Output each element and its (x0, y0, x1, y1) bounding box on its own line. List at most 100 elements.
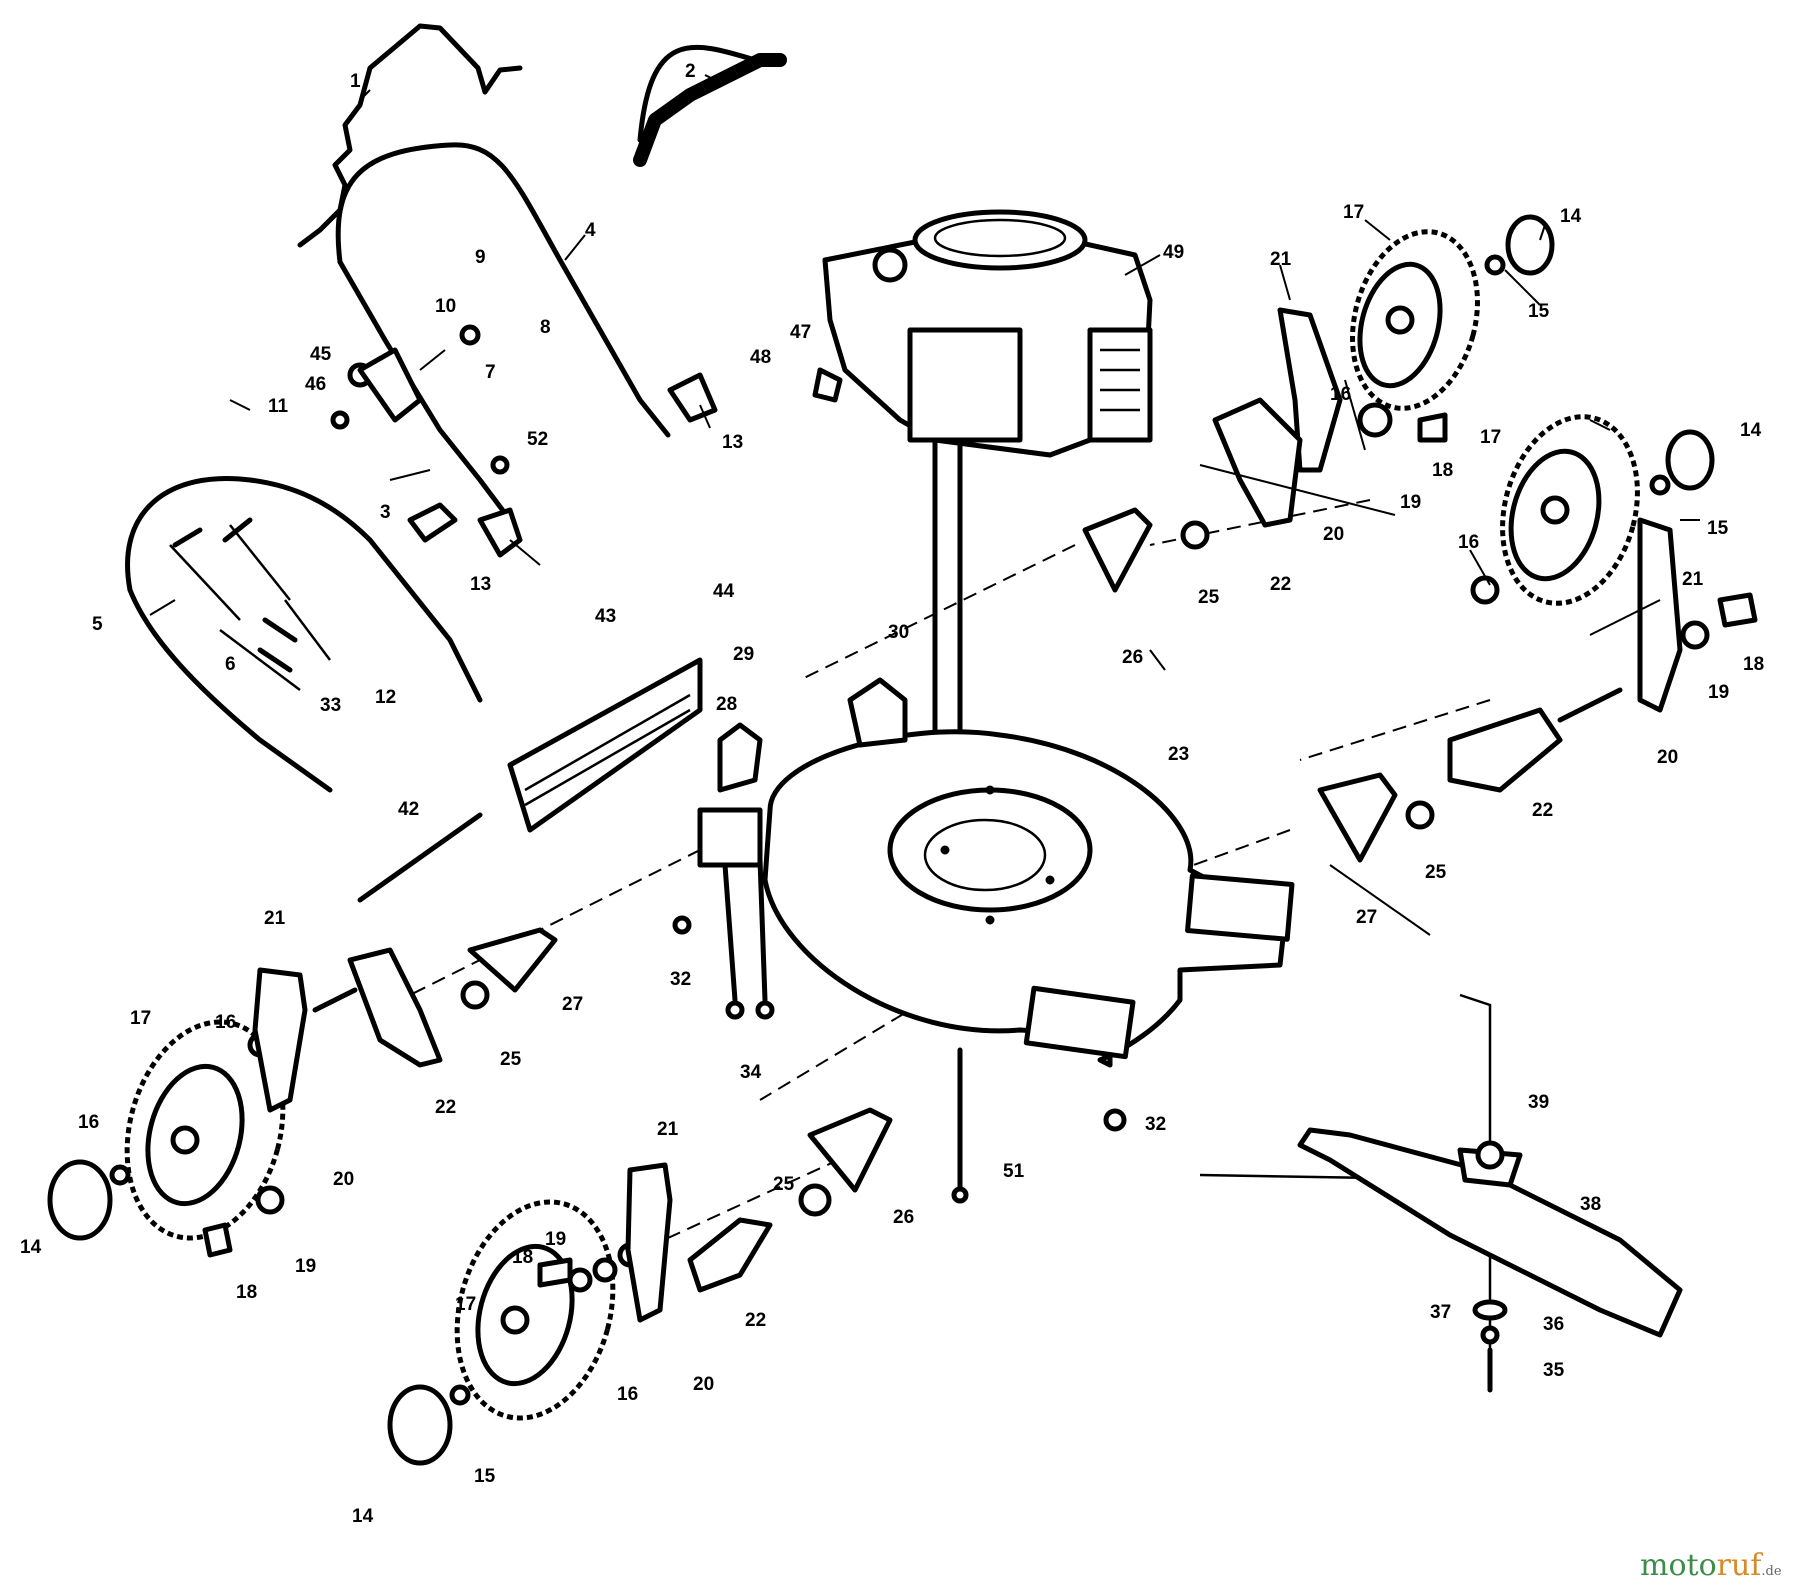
callout-25b: 25 (1425, 862, 1447, 883)
callout-37: 37 (1430, 1302, 1451, 1323)
lower-handle (125, 476, 483, 793)
callout-21c: 21 (264, 908, 286, 929)
callout-32b: 32 (1145, 1114, 1166, 1135)
callout-14a: 14 (1560, 206, 1582, 227)
callout-21a: 21 (1270, 249, 1292, 270)
deck-brackets (672, 677, 908, 1020)
callout-27b: 27 (562, 994, 583, 1015)
mower-deck (762, 729, 1295, 1068)
callout-10: 10 (435, 296, 456, 317)
callout-15a: 15 (1528, 301, 1550, 322)
callout-3: 3 (380, 502, 391, 523)
callout-22c: 22 (435, 1097, 456, 1118)
callout-19d: 19 (545, 1229, 566, 1250)
callout-35: 35 (1543, 1360, 1565, 1381)
callout-18a: 18 (1432, 460, 1453, 481)
callout-20c: 20 (333, 1169, 354, 1190)
callout-26a: 26 (1122, 647, 1143, 668)
callout-28: 28 (716, 694, 737, 715)
callout-25c: 25 (500, 1049, 522, 1070)
callout-30: 30 (888, 622, 909, 643)
wheel-rear-center (387, 1107, 893, 1466)
watermark-suffix: .de (1761, 1564, 1781, 1579)
callout-33: 33 (320, 695, 341, 716)
callout-25d: 25 (773, 1174, 795, 1195)
callout-39: 39 (1528, 1092, 1549, 1113)
callout-12: 12 (375, 687, 396, 708)
callout-13b: 13 (470, 574, 491, 595)
callout-16c: 16 (215, 1012, 236, 1033)
callout-34: 34 (740, 1062, 762, 1083)
callout-47: 47 (790, 322, 811, 343)
callout-19c: 19 (295, 1256, 316, 1277)
callout-7: 7 (485, 362, 496, 383)
callout-49: 49 (1163, 242, 1184, 263)
callout-27a: 27 (1356, 907, 1377, 928)
callout-8: 8 (540, 317, 551, 338)
callout-51: 51 (1003, 1161, 1025, 1182)
height-adjusters (1082, 507, 1435, 863)
handle-hardware (172, 324, 718, 673)
callout-19b: 19 (1708, 682, 1729, 703)
callout-17d: 17 (455, 1294, 476, 1315)
callout-17b: 17 (1480, 427, 1501, 448)
callout-19a: 19 (1400, 492, 1421, 513)
callout-20b: 20 (1657, 747, 1678, 768)
callout-9: 9 (475, 247, 486, 268)
callout-26b: 26 (893, 1207, 914, 1228)
callout-14d: 14 (352, 1506, 374, 1527)
callout-17a: 17 (1343, 202, 1364, 223)
callout-2: 2 (685, 61, 696, 82)
blade-assembly (951, 1047, 1683, 1393)
callout-22a: 22 (1270, 574, 1291, 595)
callout-18c: 18 (236, 1282, 257, 1303)
callout-20d: 20 (693, 1374, 714, 1395)
callout-43: 43 (595, 606, 616, 627)
callout-20a: 20 (1323, 524, 1344, 545)
callout-6: 6 (225, 654, 236, 675)
callout-25a: 25 (1198, 587, 1220, 608)
callout-16e: 16 (617, 1384, 638, 1405)
callout-23: 23 (1168, 744, 1189, 765)
callout-48: 48 (750, 347, 771, 368)
engine (812, 209, 1153, 808)
callout-21b: 21 (1682, 569, 1704, 590)
callout-15c: 15 (474, 1466, 496, 1487)
watermark-part1: moto (1640, 1548, 1717, 1583)
callout-14b: 14 (1740, 420, 1762, 441)
callout-21d: 21 (657, 1119, 679, 1140)
callout-29: 29 (733, 644, 754, 665)
grip-tube (633, 53, 787, 167)
callout-46: 46 (305, 374, 326, 395)
wheel-front-right-top (1212, 214, 1555, 528)
callout-36: 36 (1543, 1314, 1564, 1335)
callout-42: 42 (398, 799, 419, 820)
callout-44: 44 (713, 581, 735, 602)
rear-shield (357, 657, 703, 903)
watermark-part2: ruf (1717, 1548, 1764, 1583)
callout-5: 5 (92, 614, 103, 635)
callout-38: 38 (1580, 1194, 1601, 1215)
callout-18d: 18 (512, 1247, 533, 1268)
callout-22d: 22 (745, 1310, 766, 1331)
callout-11: 11 (268, 396, 289, 417)
callout-18b: 18 (1743, 654, 1764, 675)
callout-52: 52 (527, 429, 548, 450)
callout-14c: 14 (20, 1237, 42, 1258)
callout-32a: 32 (670, 969, 691, 990)
wheel-front-right-lower (1447, 414, 1758, 793)
svg-text:motoruf.de: motoruf.de (1640, 1548, 1782, 1583)
watermark-logo: motoruf.de (1640, 1548, 1782, 1583)
callout-1: 1 (350, 71, 361, 92)
wheel-rear-left (47, 927, 558, 1258)
callout-15b: 15 (1707, 518, 1729, 539)
callout-16b: 16 (1458, 532, 1479, 553)
callout-45: 45 (310, 344, 332, 365)
callout-13a: 13 (722, 432, 743, 453)
callout-labels: 1 2 3 4 5 6 7 8 9 10 11 12 13 13 14 14 1… (20, 61, 1764, 1527)
callout-17c: 17 (130, 1008, 151, 1029)
leader-lines (149, 74, 1700, 936)
callout-16a: 16 (1330, 384, 1351, 405)
callout-22b: 22 (1532, 800, 1553, 821)
